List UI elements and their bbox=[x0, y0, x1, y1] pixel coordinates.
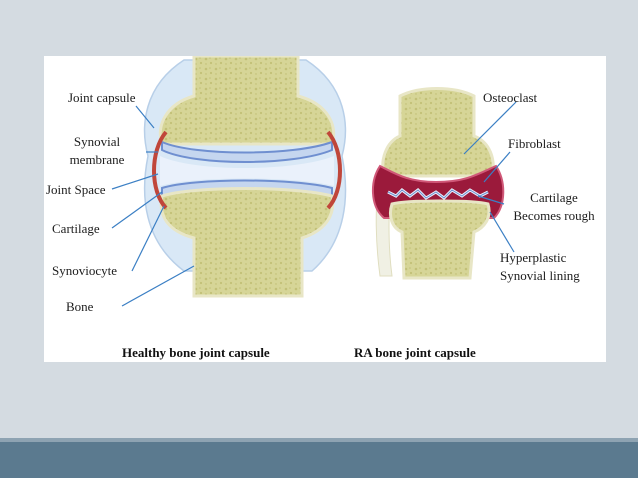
healthy-joint-illustration bbox=[111, 56, 347, 307]
healthy-synovial-membrane-right bbox=[326, 130, 342, 210]
joint-diagram bbox=[111, 56, 517, 307]
healthy-upper-cartilage bbox=[161, 140, 333, 163]
label-joint-space: Joint Space bbox=[46, 182, 106, 197]
healthy-joint-space bbox=[160, 156, 334, 186]
healthy-leader-lines bbox=[111, 105, 195, 307]
label-synovial-lining: Synovial lining bbox=[500, 268, 580, 283]
ra-upper-bone bbox=[381, 87, 495, 178]
label-fibroblast: Fibroblast bbox=[508, 136, 561, 151]
caption-ra: RA bone joint capsule bbox=[354, 345, 476, 360]
label-hyperplastic: Hyperplastic bbox=[500, 250, 567, 265]
label-osteoclast: Osteoclast bbox=[483, 90, 538, 105]
figure-panel: Joint capsule Synovial membrane Joint Sp… bbox=[44, 56, 606, 362]
caption-healthy: Healthy bone joint capsule bbox=[122, 345, 270, 360]
label-synoviocyte: Synoviocyte bbox=[52, 263, 117, 278]
ra-joint-illustration bbox=[372, 87, 517, 280]
ra-rough-cartilage-edge bbox=[387, 189, 489, 199]
label-cartilage: Cartilage bbox=[52, 221, 100, 236]
label-synovial: Synovial bbox=[73, 134, 121, 149]
healthy-lower-bone bbox=[159, 187, 335, 298]
label-becomes-rough: Becomes rough bbox=[513, 208, 595, 223]
label-bone: Bone bbox=[66, 299, 94, 314]
ra-leader-lines bbox=[463, 101, 517, 253]
ra-lower-bone bbox=[388, 199, 491, 280]
footer-band bbox=[0, 442, 638, 478]
label-joint-capsule: Joint capsule bbox=[68, 90, 136, 105]
label-cartilage-ra: Cartilage bbox=[530, 190, 578, 205]
label-membrane: membrane bbox=[69, 152, 125, 167]
footer-divider bbox=[0, 438, 638, 442]
healthy-synovial-membrane bbox=[152, 130, 168, 210]
